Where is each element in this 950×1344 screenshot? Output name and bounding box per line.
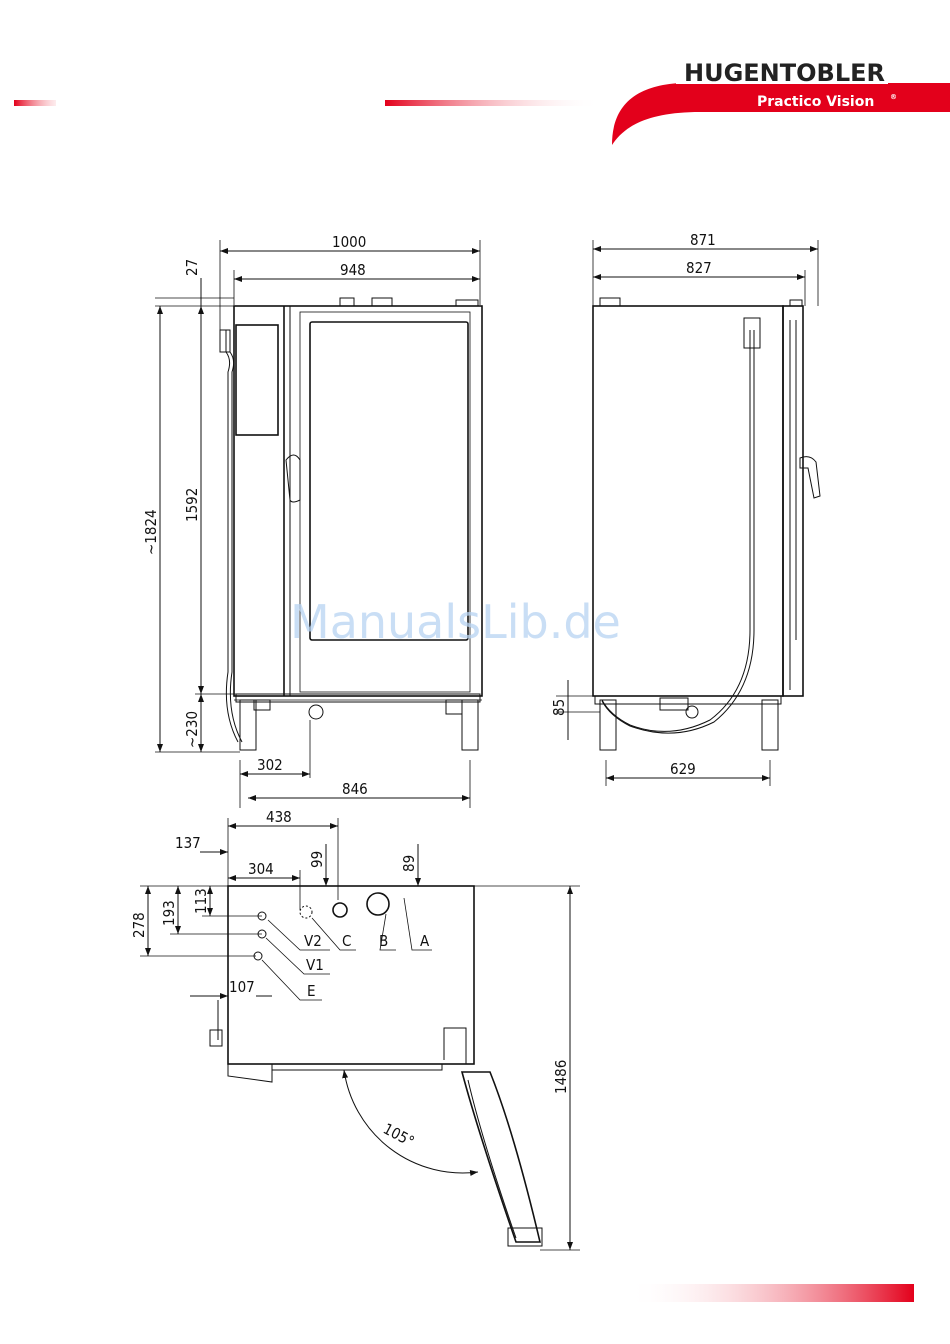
watermark: ManualsLib.de [290,595,621,649]
dim-top-438: 438 [266,808,292,826]
dim-top-door-angle: 105° [380,1120,417,1151]
dim-top-193: 193 [160,900,178,926]
dim-front-height-body: 1592 [183,488,201,522]
dim-front-height-overall: ~1824 [142,509,160,555]
label-conn-v1: V1 [306,956,324,974]
brand-product: Practico Vision [757,94,874,110]
dim-front-body-width: 948 [340,261,366,279]
header-left-bar [14,100,56,106]
dim-top-1486: 1486 [552,1060,570,1094]
conn-b-marker [367,893,389,915]
brand-logo: HUGENTOBLER Practico Vision ® [612,59,950,145]
dim-side-leg-span: 629 [670,760,696,778]
label-conn-v2: V2 [304,932,322,950]
dim-front-overall-width: 1000 [332,233,366,251]
label-conn-b: B [379,932,388,950]
dim-front-top-offset: 27 [183,259,201,276]
dim-top-107: 107 [229,978,255,996]
dim-front-drain-offset: 302 [257,756,283,774]
brand-mark: ® [890,93,897,101]
label-conn-c: C [342,932,351,950]
conn-c-marker [333,903,347,917]
dim-top-278: 278 [130,912,148,938]
dim-front-leg-height: ~230 [183,711,201,748]
dim-side-body-depth: 827 [686,259,712,277]
label-conn-a: A [420,932,430,950]
footer-bar [628,1284,914,1302]
dim-top-137: 137 [175,834,201,852]
top-view: 438 137 304 99 89 278 193 113 107 [130,808,580,1250]
dim-front-leg-span: 846 [342,780,368,798]
dim-top-113: 113 [192,888,210,914]
brand-name: HUGENTOBLER [684,59,885,87]
dim-top-99: 99 [308,851,326,868]
dim-side-pipe-height: 85 [550,699,568,716]
dim-top-304: 304 [248,860,274,878]
side-view: 871 827 85 629 [550,231,820,786]
header: HUGENTOBLER Practico Vision ® [14,59,950,145]
header-mid-bar [385,100,600,106]
front-view: 1000 948 ~1824 1592 ~230 27 [142,233,482,808]
label-conn-e: E [307,982,316,1000]
dim-side-overall-depth: 871 [690,231,716,249]
dim-top-89: 89 [400,855,418,872]
